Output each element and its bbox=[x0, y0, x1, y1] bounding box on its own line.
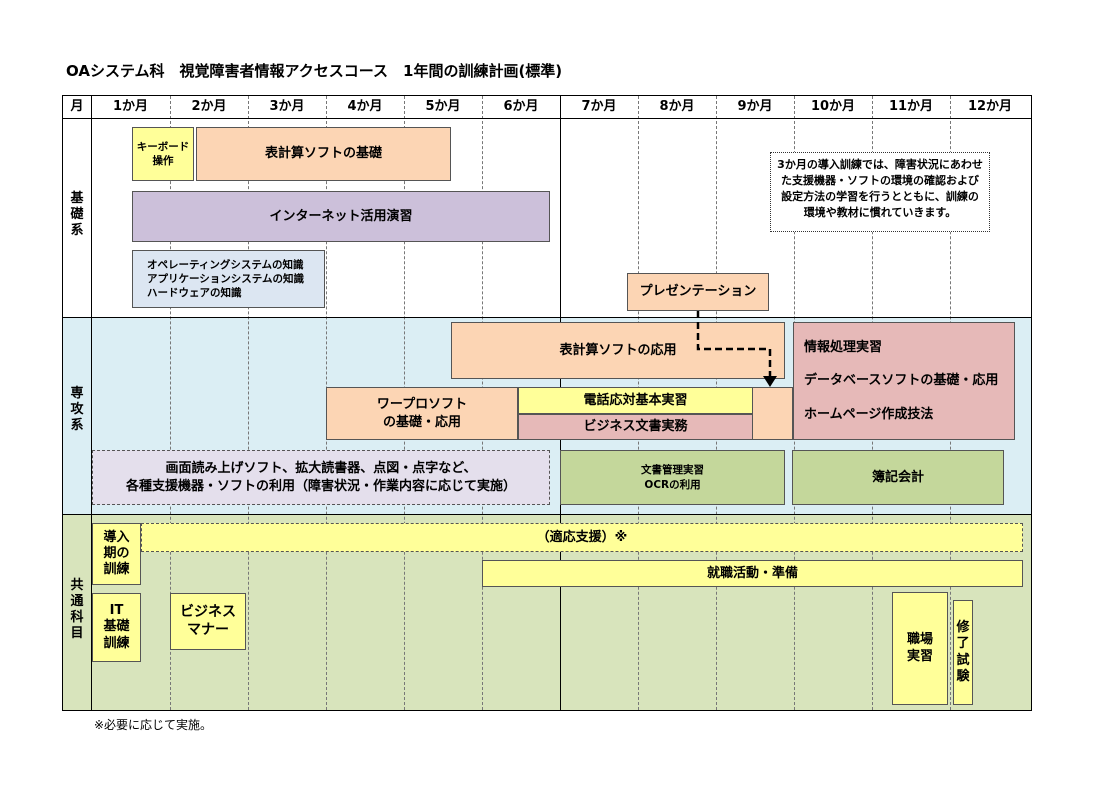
month-header: 4か月 bbox=[347, 99, 383, 114]
intro-training-block: 導入 期の 訓練 bbox=[92, 523, 141, 585]
month-header-label: 月 bbox=[70, 99, 84, 114]
wordpro-block: ワープロソフト の基礎・応用 bbox=[326, 387, 518, 440]
spreadsheet-applied-tail bbox=[753, 387, 793, 440]
section-line bbox=[63, 317, 1031, 318]
screen-reader-block: 画面読み上げソフト、拡大読書器、点図・点字など、 各種支援機器・ソフトの利用（障… bbox=[92, 450, 550, 505]
doc-management-block: 文書管理実習 OCRの利用 bbox=[560, 450, 785, 505]
section-label-advanced: 専攻系 bbox=[70, 386, 84, 433]
section-line bbox=[63, 514, 1031, 515]
arrow-head bbox=[763, 376, 777, 387]
bookkeeping-block: 簿記会計 bbox=[792, 450, 1004, 505]
month-header: 10か月 bbox=[810, 99, 856, 114]
presentation-block: プレゼンテーション bbox=[627, 273, 769, 311]
internet-block: インターネット活用演習 bbox=[132, 191, 550, 242]
month-header: 2か月 bbox=[191, 99, 227, 114]
os-knowledge-block: オペレーティングシステムの知識 アプリケーションシステムの知識 ハードウェアの知… bbox=[132, 250, 325, 308]
month-header: 1か月 bbox=[112, 99, 149, 114]
month-header: 8か月 bbox=[659, 99, 695, 114]
business-manner-block: ビジネス マナー bbox=[170, 593, 246, 650]
month-header: 12か月 bbox=[967, 99, 1013, 114]
adaptive-support-block: （適応支援）※ bbox=[141, 523, 1023, 552]
month-header: 3か月 bbox=[269, 99, 305, 114]
spreadsheet-applied-block: 表計算ソフトの応用 bbox=[451, 322, 785, 379]
phone-training-block: 電話応対基本実習 bbox=[518, 387, 753, 414]
footnote: ※必要に応じて実施。 bbox=[94, 718, 213, 732]
grid-line bbox=[170, 96, 171, 710]
month-header: 11か月 bbox=[888, 99, 934, 114]
month-header: 5か月 bbox=[425, 99, 461, 114]
grid-line bbox=[248, 96, 249, 710]
header-line bbox=[63, 118, 1031, 119]
month-header: 9か月 bbox=[737, 99, 773, 114]
month-header: 6か月 bbox=[503, 99, 539, 114]
final-exam-block: 修 了 試 験 bbox=[953, 600, 973, 705]
intro-callout: 3か月の導入訓練では、障害状況にあわせた支援機器・ソフトの環境の確認および設定方… bbox=[770, 152, 990, 232]
keyboard-block: キーボード操作 bbox=[132, 127, 194, 181]
info-processing-block: 情報処理実習 データベースソフトの基礎・応用 ホームページ作成技法 bbox=[793, 322, 1015, 440]
job-hunting-block: 就職活動・準備 bbox=[482, 560, 1023, 587]
it-basic-block: IT 基礎 訓練 bbox=[92, 593, 141, 662]
page-title: OAシステム科 視覚障害者情報アクセスコース 1年間の訓練計画(標準) bbox=[66, 62, 563, 80]
workplace-training-block: 職場 実習 bbox=[892, 592, 948, 705]
month-header: 7か月 bbox=[581, 99, 617, 114]
spreadsheet-basic-block: 表計算ソフトの基礎 bbox=[196, 127, 451, 181]
grid-line bbox=[91, 96, 92, 710]
business-docs-block: ビジネス文書実務 bbox=[518, 414, 753, 440]
section-label-common: 共通科目 bbox=[70, 578, 84, 641]
section-label-basic: 基礎系 bbox=[70, 191, 84, 238]
arrow-path bbox=[696, 311, 772, 378]
